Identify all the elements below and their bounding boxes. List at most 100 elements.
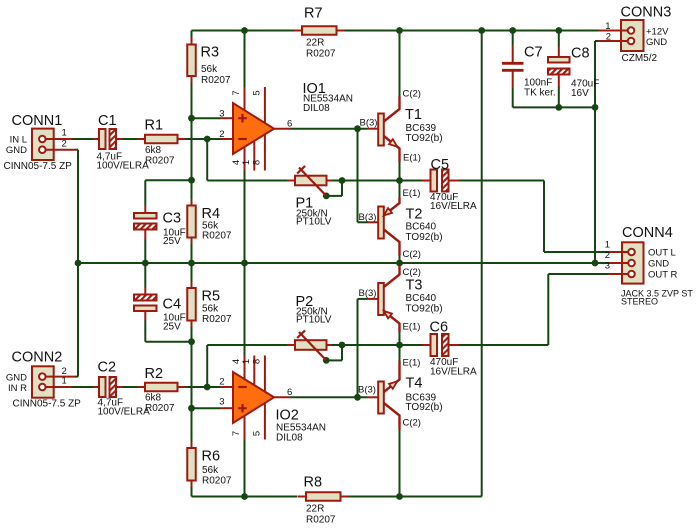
CONN1-body [31, 127, 55, 162]
C8-body [547, 56, 571, 64]
IO2-label: 3 [219, 397, 224, 408]
T3-pin [383, 266, 401, 288]
R6-body [186, 447, 197, 482]
CONN3-pad [626, 26, 636, 35]
label-conn1-name: CONN1 [12, 113, 63, 129]
R7-label: R0207 [306, 49, 336, 60]
T3-label: T3 [406, 278, 423, 294]
C3-label: 25V [163, 236, 181, 247]
T2-label: TO92(b) [406, 232, 443, 243]
C4-hatched-plate [133, 293, 158, 302]
R7-body [301, 25, 338, 36]
IO2-label: 7 [231, 431, 242, 436]
R3-label: 56k [201, 64, 218, 75]
C8-label: C8 [571, 46, 590, 62]
CONN1-label: 2 [62, 138, 67, 149]
T2-pin [383, 228, 401, 256]
P2-label: P2 [296, 294, 314, 310]
CONN3-label: CONN3 [621, 5, 672, 21]
C7-label: TK ker. [524, 88, 556, 99]
R6-label: R0207 [202, 476, 232, 487]
IO2-label: 5 [252, 431, 263, 436]
T4-label: C(2) [403, 418, 421, 429]
C1-label: 100V/ELRA [97, 160, 150, 171]
T1-label: E(1) [403, 153, 421, 164]
CONN2-label: 2 [62, 366, 67, 377]
R6-label: 56k [202, 465, 219, 476]
CONN1-label: GND [6, 145, 27, 156]
CONN2-label: 1 [62, 376, 67, 387]
R5-label: R5 [202, 289, 221, 305]
CONN3-label: CZM5/2 [622, 53, 658, 64]
CONN1-pad [38, 134, 47, 144]
IO2-label: IO2 [276, 408, 299, 424]
P1-pin [298, 166, 328, 197]
net-wires [70, 27, 609, 500]
IO1-label: 8 [252, 160, 263, 165]
junction-dot [354, 393, 361, 401]
T2-label: B(3) [359, 212, 377, 223]
IO1-label: 2 [219, 129, 224, 140]
R1-label: 6k8 [145, 145, 162, 156]
IO2-label: 6 [287, 387, 292, 398]
junction-dot [338, 177, 346, 184]
CONN2-label: CINN05-7.5 ZP [13, 399, 82, 410]
T2-label: T2 [406, 207, 423, 223]
junction-dot [188, 404, 195, 412]
T3-label: B(3) [359, 288, 377, 299]
R2-label: R0207 [145, 403, 175, 414]
R4-body [186, 204, 197, 239]
T4-arrow [387, 379, 400, 391]
junction-dot [591, 259, 599, 267]
junction-dot [203, 135, 211, 143]
junction-dot [478, 27, 486, 34]
T4-label: TO92(b) [406, 402, 443, 413]
IO1-label: 1 [241, 160, 252, 165]
CONN4-label: CONN4 [622, 225, 673, 241]
C3-label: C3 [163, 211, 182, 227]
P2-pin [296, 329, 306, 339]
IO1-label: IO1 [303, 81, 326, 97]
R1-label: R1 [145, 118, 164, 134]
junction-dot [188, 114, 195, 122]
CONN2-pad [38, 382, 47, 392]
P1-label: 250k/N [296, 209, 328, 220]
R6-label: R6 [202, 449, 221, 465]
C4-label: 10uF [163, 313, 186, 324]
R3-label: R3 [201, 45, 220, 61]
T4-label: BC639 [406, 393, 437, 404]
CONN3-pad [626, 36, 636, 46]
C2-hatched-plate [108, 376, 117, 398]
T1-pin [383, 135, 401, 162]
junction-dot [188, 259, 195, 267]
C1-label: C1 [98, 113, 117, 129]
C7-label: 100nF [524, 78, 552, 89]
T3-label: C(2) [403, 267, 421, 278]
C1-label: 4,7uF [97, 152, 123, 163]
R1-body [144, 133, 179, 145]
junction-dot [396, 177, 403, 184]
C4-label: C4 [163, 297, 182, 313]
IO2-label: 8 [252, 359, 263, 364]
R7-label: 22R [306, 38, 324, 49]
IO1-label: 6 [287, 119, 292, 130]
C5-label: 16V/ELRA [430, 201, 477, 212]
junction-dot [141, 259, 149, 267]
